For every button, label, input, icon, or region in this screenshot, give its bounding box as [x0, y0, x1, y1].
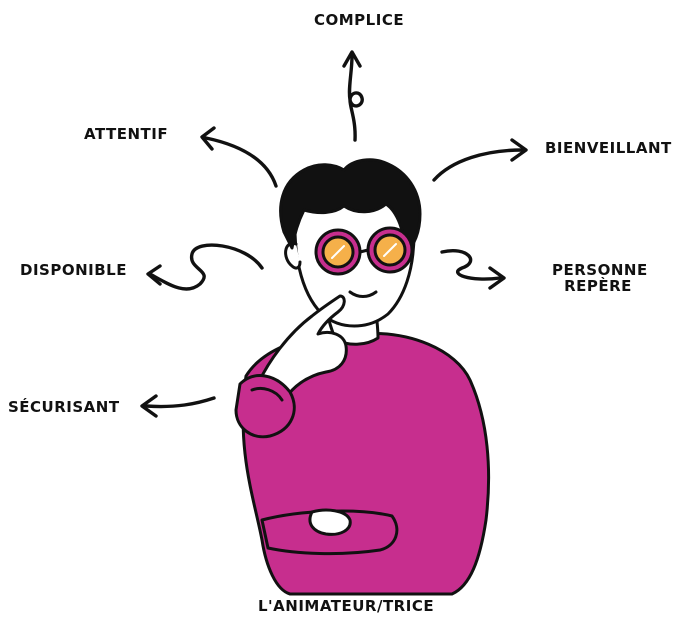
label-personne-repere-line2: REPÈRE	[564, 277, 632, 295]
label-personne-repere-line1: PERSONNE	[552, 261, 648, 279]
label-complice: COMPLICE	[314, 11, 405, 29]
label-securisant: SÉCURISANT	[8, 398, 120, 416]
label-bienveillant: BIENVEILLANT	[545, 139, 672, 157]
arrow-securisant-icon	[140, 394, 216, 418]
hand	[256, 294, 348, 400]
arrow-complice-icon	[342, 50, 364, 142]
label-attentif: ATTENTIF	[84, 125, 169, 143]
label-disponible: DISPONIBLE	[20, 261, 127, 279]
label-center-role: L'ANIMATEUR/TRICE	[258, 597, 435, 615]
arrow-personne-repere-icon	[440, 249, 506, 290]
arrow-bienveillant-icon	[432, 138, 528, 182]
glasses-icon	[314, 226, 414, 276]
arrow-attentif-icon	[200, 126, 278, 188]
label-personne-repere: PERSONNE REPÈRE	[552, 261, 648, 295]
arrow-disponible-icon	[146, 243, 264, 291]
hair	[279, 158, 422, 254]
